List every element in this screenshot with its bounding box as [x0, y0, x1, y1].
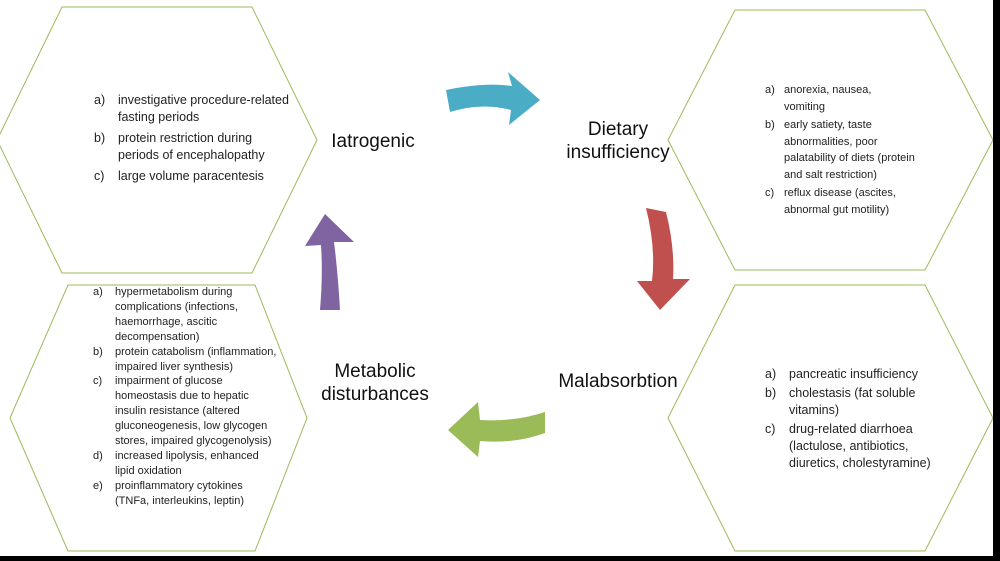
cause-text: large volume paracentesis [118, 169, 264, 183]
list-marker: a) [765, 367, 777, 381]
metabolic-cause-item: d) increased lipolysis, enhanced lipid ox… [93, 449, 278, 479]
malabsorption-cause-item: a) pancreatic insufficiency [765, 366, 950, 383]
stage-label-malabsorption: Malabsorbtion [558, 371, 678, 392]
arrow-metabolic-to-iatrogenic [305, 214, 354, 310]
dietary-causes-list: a) anorexia, nausea, vomiting b) early sati… [765, 82, 915, 220]
list-marker: c) [765, 422, 776, 436]
list-marker: a) [765, 84, 775, 96]
arrow-malabsorption-to-metabolic [448, 402, 545, 457]
hexagon-malabsorption [667, 284, 993, 552]
iatrogenic-cause-item: a) investigative procedure-related fastin… [94, 92, 294, 126]
list-marker: c) [93, 375, 103, 388]
hexagon-metabolic [9, 284, 308, 552]
arrow-iatrogenic-to-dietary [446, 72, 540, 125]
iatrogenic-causes-list: a) investigative procedure-related fastin… [94, 92, 294, 189]
cause-text: investigative procedure-related fasting … [118, 93, 289, 124]
metabolic-causes-list: a) hypermetabolism during complications (… [93, 285, 278, 509]
list-marker: b) [765, 386, 777, 400]
list-marker: b) [94, 131, 106, 145]
metabolic-cause-item: b) protein catabolism (inflammation, impa… [93, 345, 278, 375]
metabolic-cause-item: e) proinflammatory cytokines (TNFa, inter… [93, 479, 278, 509]
cause-text: pancreatic insufficiency [789, 367, 919, 381]
stage-label-iatrogenic: Iatrogenic [331, 131, 415, 152]
list-marker: b) [93, 345, 103, 358]
cause-text: reflux disease (ascites, abnormal gut mo… [784, 187, 896, 216]
list-marker: e) [93, 479, 103, 492]
iatrogenic-cause-item: c) large volume paracentesis [94, 168, 294, 185]
list-marker: c) [94, 169, 105, 183]
list-marker: d) [93, 449, 103, 462]
cause-text: impairment of glucose homeostasis due to… [115, 375, 272, 448]
metabolic-cause-item: c) impairment of glucose homeostasis due … [93, 374, 278, 449]
cause-text: protein catabolism (inflammation, impair… [115, 345, 277, 373]
cause-text: cholestasis (fat soluble vitamins) [789, 386, 916, 417]
cause-text: anorexia, nausea, vomiting [784, 84, 872, 113]
list-marker: c) [765, 187, 775, 199]
cause-text: hypermetabolism during complications (in… [115, 286, 238, 343]
malabsorption-cause-item: c) drug-related diarrhoea (lactulose, ant… [765, 421, 950, 472]
cause-text: early satiety, taste abnormalities, poor… [784, 119, 915, 181]
metabolic-cause-item: a) hypermetabolism during complications (… [93, 285, 278, 345]
cause-text: increased lipolysis, enhanced lipid oxid… [115, 449, 259, 477]
list-marker: b) [765, 119, 775, 131]
iatrogenic-cause-item: b) protein restriction during periods of … [94, 130, 294, 164]
hexagon-iatrogenic [0, 6, 318, 274]
malabsorption-causes-list: a) pancreatic insufficiency b) cholestasis … [765, 366, 950, 474]
dietary-cause-item: b) early satiety, taste abnormalities, po… [765, 117, 915, 183]
dietary-cause-item: c) reflux disease (ascites, abnormal gut … [765, 185, 915, 218]
dietary-cause-item: a) anorexia, nausea, vomiting [765, 82, 915, 115]
list-marker: a) [94, 93, 106, 107]
malabsorption-cause-item: b) cholestasis (fat soluble vitamins) [765, 385, 950, 419]
stage-label-dietary-insufficiency: Dietary insufficiency [566, 119, 670, 163]
list-marker: a) [93, 286, 103, 298]
cause-text: protein restriction during periods of en… [118, 131, 265, 162]
cause-text: proinflammatory cytokines (TNFa, interle… [115, 479, 244, 507]
hexagon-dietary [667, 9, 993, 271]
arrow-dietary-to-malabsorption [637, 208, 690, 310]
stage-label-metabolic-disturbances: Metabolic disturbances [321, 361, 429, 405]
cause-text: drug-related diarrhoea (lactulose, antib… [789, 422, 931, 470]
